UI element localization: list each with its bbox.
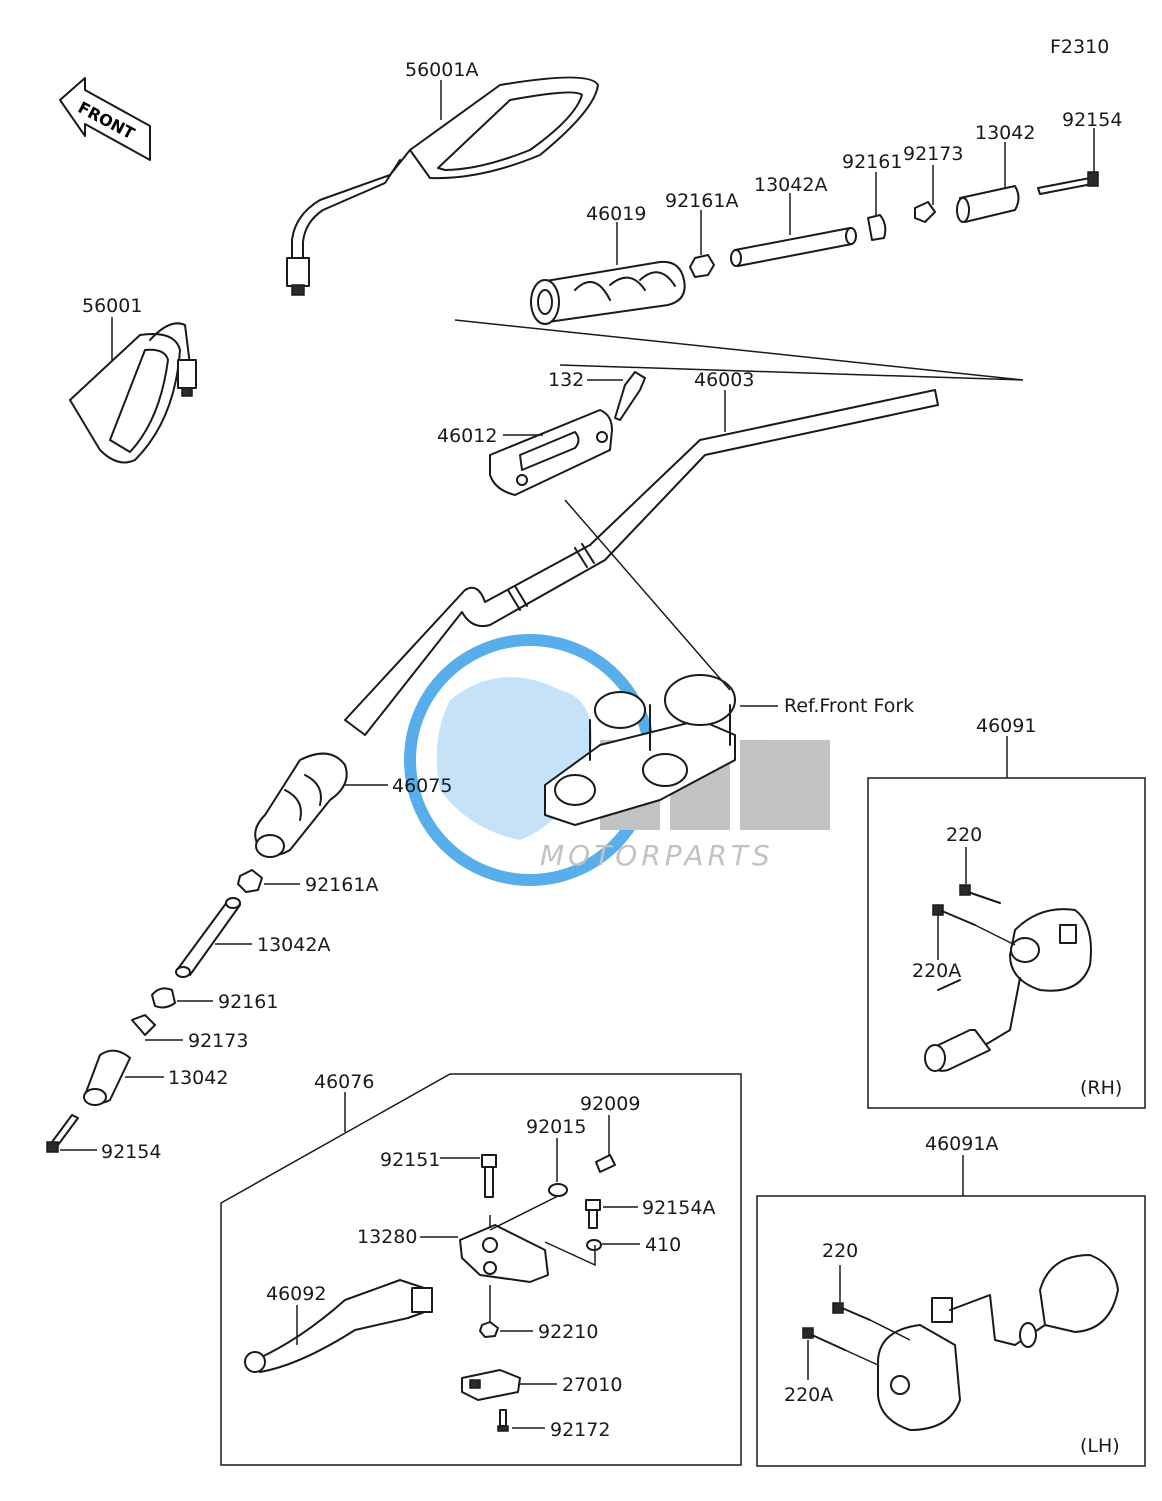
lever-46092 <box>244 1279 433 1373</box>
clip-92173-left <box>131 1014 156 1036</box>
label-92009: 92009 <box>580 1093 640 1115</box>
grip-46075 <box>254 752 348 858</box>
nut-92161a-left <box>237 869 263 893</box>
grip-46019 <box>530 260 686 325</box>
label-92173-top: 92173 <box>903 143 963 165</box>
label-46091: 46091 <box>976 715 1036 737</box>
label-13042-top: 13042 <box>975 122 1035 144</box>
label-92161-top: 92161 <box>842 151 902 173</box>
spacer-92161-top <box>867 214 887 241</box>
watermark-tagline: MOTORPARTS <box>540 839 774 872</box>
front-fork-triple-clamp <box>544 674 736 826</box>
label-13042a-top: 13042A <box>754 174 827 196</box>
label-46012: 46012 <box>437 425 497 447</box>
label-132: 132 <box>548 369 584 391</box>
collar-13042a-top <box>730 227 857 267</box>
label-lh-220a: 220A <box>784 1384 833 1406</box>
label-46076: 46076 <box>314 1071 374 1093</box>
label-92161-left: 92161 <box>218 991 278 1013</box>
label-56001: 56001 <box>82 295 142 317</box>
box-46091a <box>756 1195 1146 1467</box>
clamp-46012 <box>489 409 613 496</box>
label-92151: 92151 <box>380 1149 440 1171</box>
label-46019-top: 46019 <box>586 203 646 225</box>
label-92210: 92210 <box>538 1321 598 1343</box>
label-46075: 46075 <box>392 775 452 797</box>
label-rh-220a: 220A <box>912 960 961 982</box>
label-92154a: 92154A <box>642 1197 715 1219</box>
label-lh-220: 220 <box>822 1240 858 1262</box>
label-46003: 46003 <box>694 369 754 391</box>
mirror-56001a <box>286 76 599 296</box>
spacer-92161-left <box>151 987 176 1009</box>
nut-92161a-top <box>689 254 715 278</box>
screw-lh-220a <box>802 1327 879 1366</box>
screw-rh-220a <box>932 904 1016 946</box>
label-92161a-top: 92161A <box>665 190 738 212</box>
label-13280: 13280 <box>357 1226 417 1248</box>
label-27010: 27010 <box>562 1374 622 1396</box>
bolt-92154a <box>585 1199 601 1229</box>
screw-92009 <box>595 1154 616 1173</box>
label-ref-front-fork: Ref.Front Fork <box>784 695 914 717</box>
handlebar-46003 <box>344 389 939 736</box>
switch-lh-46091a <box>877 1254 1119 1431</box>
weight-13042-left <box>83 1049 131 1106</box>
figure-code: F2310 <box>1050 36 1109 58</box>
label-92161a-left: 92161A <box>305 874 378 896</box>
bolt-92151 <box>481 1154 497 1198</box>
label-92173-left: 92173 <box>188 1030 248 1052</box>
label-92172: 92172 <box>550 1419 610 1441</box>
label-13042-left: 13042 <box>168 1067 228 1089</box>
bolt-92154-left <box>46 1114 79 1153</box>
label-rh-220: 220 <box>946 824 982 846</box>
collar-13042a-left <box>175 897 241 978</box>
front-arrow: FRONT <box>59 77 151 161</box>
screw-92172 <box>497 1409 509 1432</box>
bolt-132 <box>614 371 646 421</box>
label-46092: 46092 <box>266 1283 326 1305</box>
rh-tag: (RH) <box>1080 1077 1122 1099</box>
label-92154-left: 92154 <box>101 1141 161 1163</box>
lh-tag: (LH) <box>1080 1435 1120 1457</box>
mirror-56001 <box>69 322 197 464</box>
washer-92015 <box>548 1183 568 1197</box>
label-410: 410 <box>645 1234 681 1256</box>
switch-27010 <box>461 1369 521 1401</box>
bolt-92154-top <box>1037 171 1099 195</box>
switch-rh-46091 <box>924 908 1092 1072</box>
screw-rh-220 <box>959 884 1001 904</box>
screw-lh-220 <box>832 1302 911 1341</box>
clip-92173-top <box>914 201 936 223</box>
label-13042a-left: 13042A <box>257 934 330 956</box>
holder-13280 <box>459 1224 549 1283</box>
label-56001a: 56001A <box>405 59 478 81</box>
label-46091a: 46091A <box>925 1133 998 1155</box>
box-46076 <box>220 1073 742 1466</box>
box-46091 <box>867 777 1146 1109</box>
label-92154-top: 92154 <box>1062 109 1122 131</box>
weight-13042-top <box>956 185 1020 223</box>
label-92015: 92015 <box>526 1116 586 1138</box>
washer-410 <box>586 1239 602 1251</box>
nut-92210 <box>479 1321 499 1338</box>
